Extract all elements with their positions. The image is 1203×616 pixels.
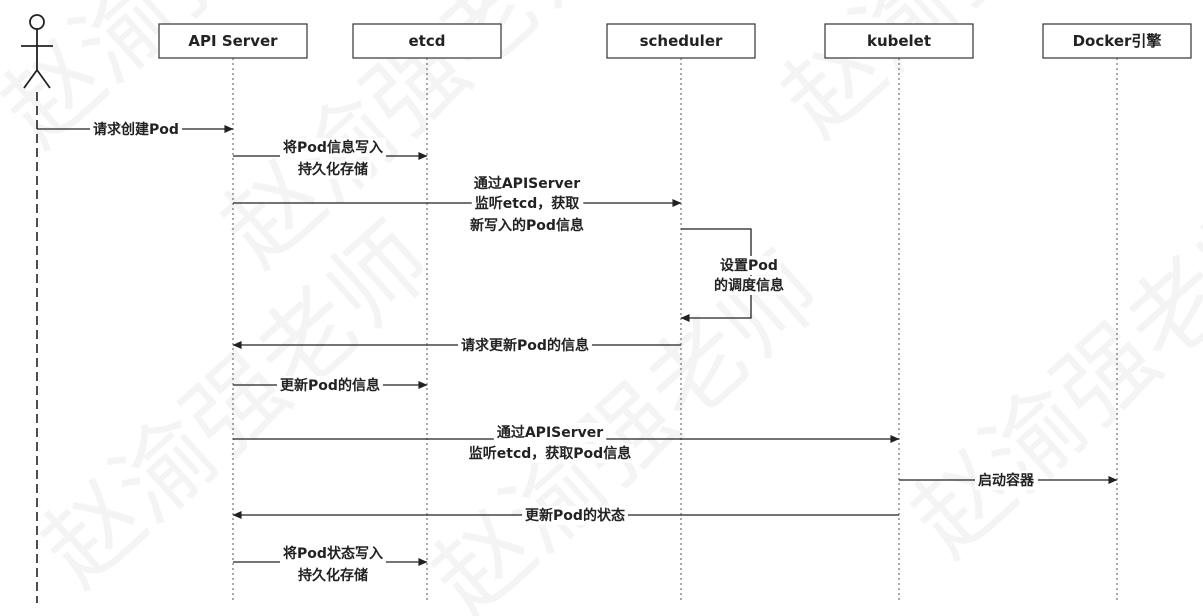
message-label-background bbox=[975, 471, 1038, 490]
message-update-info: 更新Pod的信息 bbox=[233, 376, 428, 395]
message-label-background bbox=[470, 174, 584, 193]
message-label: 更新Pod的状态 bbox=[525, 507, 625, 524]
message-label-background bbox=[280, 544, 386, 563]
message-label-background bbox=[280, 138, 386, 157]
message-label-background bbox=[467, 216, 587, 235]
message-label: 设置Pod bbox=[720, 257, 778, 274]
participant-box bbox=[352, 23, 502, 59]
participant-label: kubelet bbox=[867, 32, 931, 50]
message-label-background bbox=[295, 160, 371, 179]
participant-label: etcd bbox=[409, 32, 446, 50]
message-label-background bbox=[493, 423, 607, 442]
message-label: 更新Pod的信息 bbox=[280, 377, 380, 394]
message-label: 启动容器 bbox=[978, 472, 1035, 489]
message-label-background bbox=[711, 276, 787, 295]
message-label-background bbox=[90, 120, 182, 139]
message-start-container: 启动容器 bbox=[899, 471, 1118, 490]
actor-layer bbox=[21, 14, 53, 603]
participant-label: API Server bbox=[188, 32, 278, 50]
message-label: 监听etcd，获取Pod信息 bbox=[469, 445, 631, 462]
message-label: 请求创建Pod bbox=[93, 121, 179, 138]
participant-label: scheduler bbox=[640, 32, 723, 50]
participant-etcd: etcd bbox=[352, 23, 502, 59]
message-label: 持久化存储 bbox=[298, 161, 368, 178]
message-label-background bbox=[717, 256, 781, 275]
message-label-background bbox=[458, 336, 592, 355]
message-watch-pod: 通过APIServer 监听etcd，获取Pod信息 bbox=[233, 423, 900, 463]
message-create-pod: 请求创建Pod bbox=[37, 120, 234, 139]
message-label: 请求更新Pod的信息 bbox=[461, 337, 589, 354]
message-label: 将Pod状态写入 bbox=[283, 545, 383, 562]
participant-scheduler: scheduler bbox=[606, 23, 756, 59]
message-label: 新写入的Pod信息 bbox=[470, 217, 584, 234]
message-label: 将Pod信息写入 bbox=[283, 139, 383, 156]
participant-api: API Server bbox=[158, 23, 308, 59]
lifeline-layer bbox=[232, 58, 1118, 600]
participant-kubelet: kubelet bbox=[824, 23, 974, 59]
person-icon bbox=[21, 14, 53, 89]
message-label: 通过APIServer bbox=[474, 175, 580, 192]
participant-box bbox=[1042, 23, 1192, 59]
message-label-background bbox=[465, 444, 635, 463]
watermark-text: 赵渝强老师 bbox=[20, 203, 452, 607]
message-label: 通过APIServer bbox=[497, 424, 603, 441]
message-request-update: 请求更新Pod的信息 bbox=[232, 336, 681, 355]
message-layer: 请求创建Pod将Pod信息写入持久化存储通过APIServer监听etcd，获取… bbox=[37, 120, 1118, 585]
participant-box bbox=[158, 23, 308, 59]
message-label-background bbox=[471, 194, 584, 213]
watermark-text: 赵渝强老师 bbox=[890, 173, 1203, 577]
message-label: 的调度信息 bbox=[714, 277, 784, 294]
message-label: 持久化存储 bbox=[298, 567, 368, 584]
message-label-background bbox=[277, 376, 383, 395]
message-label-background bbox=[295, 566, 371, 585]
participant-docker: Docker引擎 bbox=[1042, 23, 1192, 59]
participant-label: Docker引擎 bbox=[1073, 32, 1162, 50]
message-update-status: 更新Pod的状态 bbox=[232, 506, 899, 525]
participant-layer: API Server etcd scheduler kubelet Docker引擎 bbox=[158, 23, 1192, 59]
message-label: 监听etcd，获取 bbox=[475, 195, 581, 212]
message-set-schedule: 设置Pod 的调度信息 bbox=[680, 228, 787, 323]
message-label-background bbox=[522, 506, 628, 525]
participant-box bbox=[824, 23, 974, 59]
participant-box bbox=[606, 23, 756, 59]
